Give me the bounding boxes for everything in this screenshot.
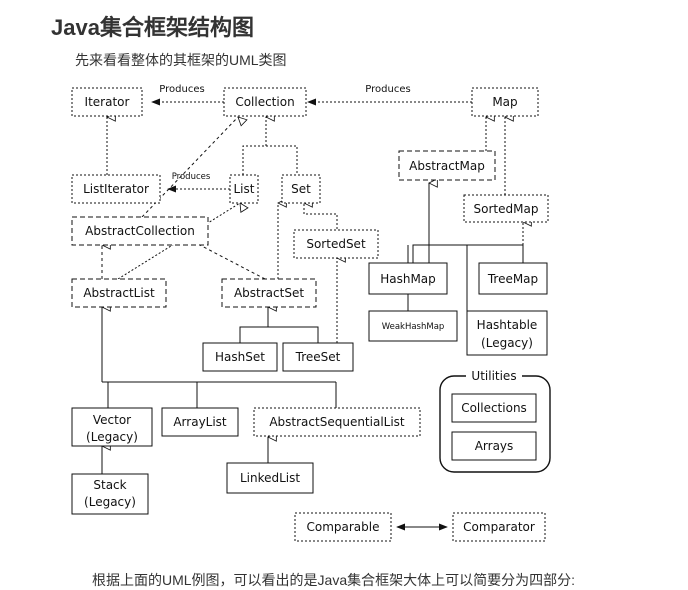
list-label: List bbox=[234, 182, 255, 196]
list-set-extend-collection bbox=[242, 117, 298, 175]
listiterator-box bbox=[71, 174, 161, 204]
stack-legacy-label: (Legacy) bbox=[84, 495, 136, 509]
stack-label: Stack bbox=[93, 478, 126, 492]
list-box bbox=[229, 174, 259, 204]
abstractmap-box bbox=[398, 150, 496, 181]
sortedmap-box bbox=[463, 194, 549, 223]
sortedmap-label: SortedMap bbox=[474, 202, 539, 216]
collections-box bbox=[451, 393, 537, 423]
hashmap-label: HashMap bbox=[380, 272, 436, 286]
abstractmap-label: AbstractMap bbox=[409, 159, 485, 173]
hashtable-label: Hashtable bbox=[477, 318, 538, 332]
treeset-label: TreeSet bbox=[295, 350, 341, 364]
arrays-label: Arrays bbox=[475, 439, 514, 453]
hashtable-legacy-label: (Legacy) bbox=[481, 336, 533, 350]
weakhashmap-box bbox=[368, 310, 458, 342]
page-heading: Java集合框架结构图 bbox=[51, 15, 254, 40]
abstractset-label: AbstractSet bbox=[234, 286, 304, 300]
abstractsequentiallist-label: AbstractSequentialList bbox=[269, 415, 405, 429]
vector-box bbox=[71, 407, 153, 447]
produces-label-top-left: Produces bbox=[159, 84, 204, 95]
collections-label: Collections bbox=[461, 401, 527, 415]
utilities-label: Utilities bbox=[471, 369, 516, 383]
uml-class-diagram: Produces Produces Produces Iterator Coll… bbox=[71, 84, 551, 542]
abstractset-box bbox=[221, 278, 317, 308]
iterator-label: Iterator bbox=[85, 95, 130, 109]
linkedlist-label: LinkedList bbox=[240, 471, 300, 485]
listiterator-label: ListIterator bbox=[83, 182, 149, 196]
vector-label: Vector bbox=[93, 413, 131, 427]
set-box bbox=[281, 174, 321, 204]
produces-label-top-right: Produces bbox=[365, 84, 410, 95]
stack-box bbox=[71, 473, 149, 515]
abstractset-extends-abstractcollection bbox=[196, 243, 266, 280]
collection-box bbox=[223, 87, 307, 117]
vector-legacy-label: (Legacy) bbox=[86, 430, 138, 444]
abstractlist-label: AbstractList bbox=[83, 286, 155, 300]
hashset-box bbox=[202, 342, 278, 372]
abstractcollection-implements-collection bbox=[141, 117, 238, 218]
utilities-label-bg bbox=[466, 368, 522, 384]
iterator-box bbox=[71, 87, 143, 117]
sortedset-extends-set bbox=[304, 203, 338, 229]
sortedset-box bbox=[293, 229, 379, 259]
sortedset-label: SortedSet bbox=[306, 237, 366, 251]
collection-label: Collection bbox=[235, 95, 294, 109]
treemap-box bbox=[478, 262, 548, 295]
abstractcollection-box bbox=[71, 216, 209, 246]
weakhashmap-label: WeakHashMap bbox=[382, 322, 445, 332]
produces-label-list: Produces bbox=[172, 172, 211, 182]
hashtable-box bbox=[466, 310, 548, 356]
comparator-label: Comparator bbox=[463, 520, 535, 534]
diagram-intro: 先来看看整体的其框架的UML类图 bbox=[75, 52, 287, 68]
map-box bbox=[471, 87, 539, 117]
comparable-box bbox=[294, 512, 392, 542]
comparable-label: Comparable bbox=[306, 520, 379, 534]
set-label: Set bbox=[291, 182, 311, 196]
map-label: Map bbox=[492, 95, 517, 109]
hashset-treeset-extend-abstractset bbox=[239, 307, 319, 343]
list-impl-bus bbox=[102, 381, 337, 408]
abstractcollection-label: AbstractCollection bbox=[85, 224, 195, 238]
treeset-box bbox=[282, 342, 354, 372]
comparator-box bbox=[452, 512, 546, 542]
arraylist-label: ArrayList bbox=[173, 415, 227, 429]
hashmap-box bbox=[368, 262, 448, 295]
abstractlist-box bbox=[71, 278, 167, 308]
linkedlist-box bbox=[226, 462, 314, 494]
arrays-box bbox=[451, 431, 537, 461]
hashset-label: HashSet bbox=[215, 350, 265, 364]
arraylist-box bbox=[161, 407, 239, 437]
abstractsequentiallist-box bbox=[253, 407, 421, 437]
diagram-summary: 根据上面的UML例图，可以看出的是Java集合框架大体上可以简要分为四部分: bbox=[92, 572, 576, 588]
treemap-label: TreeMap bbox=[487, 272, 538, 286]
